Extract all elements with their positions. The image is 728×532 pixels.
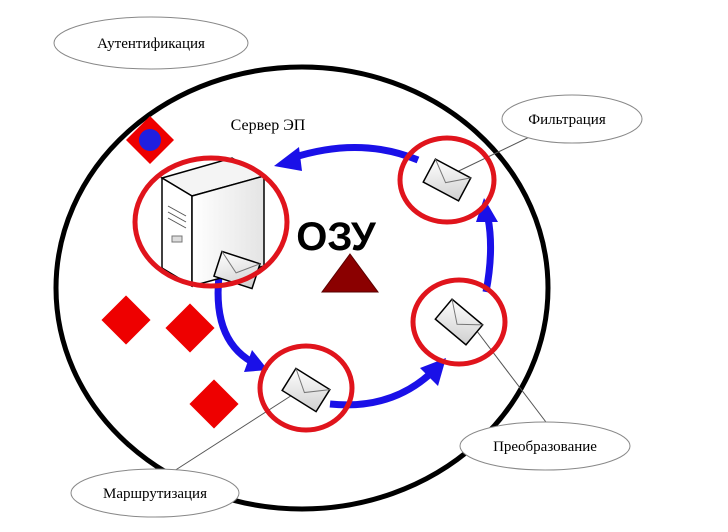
authentication-label: Аутентификация	[97, 36, 205, 52]
blue-dot-icon	[139, 129, 161, 151]
transformation-ring	[410, 277, 508, 367]
arrow-head-filtering	[476, 198, 498, 222]
filtering-callout	[501, 94, 643, 144]
authentication-callout	[53, 16, 249, 70]
filtering-ring	[397, 135, 497, 225]
triangle-icon	[321, 253, 379, 293]
transformation-label: Преобразование	[493, 439, 597, 455]
arrow-head-routing	[244, 350, 268, 372]
arrow-server-to-routing	[214, 267, 254, 366]
server-ring	[132, 155, 290, 289]
diamond-icon	[162, 300, 218, 356]
arrow-head-transformation	[420, 358, 446, 386]
server-computer-icon	[160, 157, 266, 288]
routing-label: Маршрутизация	[103, 486, 207, 502]
routing-leader-line	[159, 389, 301, 481]
system-boundary-circle	[53, 64, 551, 512]
routing-callout	[70, 468, 240, 518]
transformation-callout	[459, 421, 631, 471]
transformation-leader-line	[469, 321, 553, 431]
filtering-label: Фильтрация	[528, 112, 606, 128]
envelope-icon	[434, 298, 484, 346]
ram-label: ОЗУ	[296, 215, 377, 259]
diamond-icon	[98, 292, 154, 348]
routing-ring	[257, 343, 355, 433]
arrow-head-server	[274, 147, 302, 171]
authentication-marker	[126, 116, 174, 164]
arrow-filtering-to-server	[290, 144, 420, 164]
envelope-icon	[422, 158, 472, 202]
flow-arrows	[214, 144, 498, 409]
server-label: Сервер ЭП	[231, 117, 306, 134]
envelope-icon	[281, 367, 331, 413]
diamond-icon	[186, 376, 242, 432]
arrow-routing-to-transformation	[329, 371, 433, 409]
arrow-transformation-to-filtering	[482, 217, 495, 293]
